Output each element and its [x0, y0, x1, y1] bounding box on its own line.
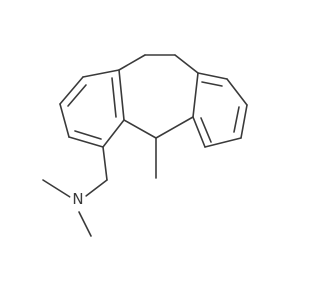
bond-right-ring-3 [204, 137, 242, 148]
molecule-canvas: N [42, 54, 248, 237]
bond-right-ring-1 [192, 72, 199, 118]
bond-left-ring-5 [102, 119, 125, 148]
bond-right-ring-2 [192, 116, 206, 148]
bond-left-ring-2-inner [67, 84, 87, 107]
bond-ch2-n [85, 179, 108, 197]
bond-right-ring-5 [226, 78, 248, 106]
bond-right-ring-4 [240, 104, 248, 139]
structure-diagram: N [42, 54, 248, 237]
bond-right-ring-2-inner [200, 117, 212, 143]
bond-left-ring-3 [59, 103, 70, 138]
bond-left-ring-6 [118, 69, 125, 121]
bond-right-ring-6-inner [201, 81, 223, 87]
bond-n-methyl-left [42, 179, 71, 198]
nitrogen-atom-label: N [72, 190, 83, 208]
bond-bridge-left [118, 54, 146, 71]
bond-bridge-right [174, 54, 199, 74]
bond-n-methyl-down [78, 211, 92, 237]
bond-left-ring-6-inner [111, 77, 117, 118]
bond-left-ring-4-inner [74, 130, 102, 140]
bond-left-ring-2 [59, 76, 84, 105]
bond-right-ring-6 [197, 72, 228, 80]
bond-central-right [155, 116, 194, 139]
nitrogen-atom-background [70, 191, 86, 207]
bond-central-left [123, 119, 157, 139]
bond-left-ring-4 [68, 136, 104, 148]
bond-left-ring-1 [82, 69, 120, 78]
bond-right-ring-4-inner [233, 106, 240, 133]
bond-ch2 [102, 146, 108, 181]
